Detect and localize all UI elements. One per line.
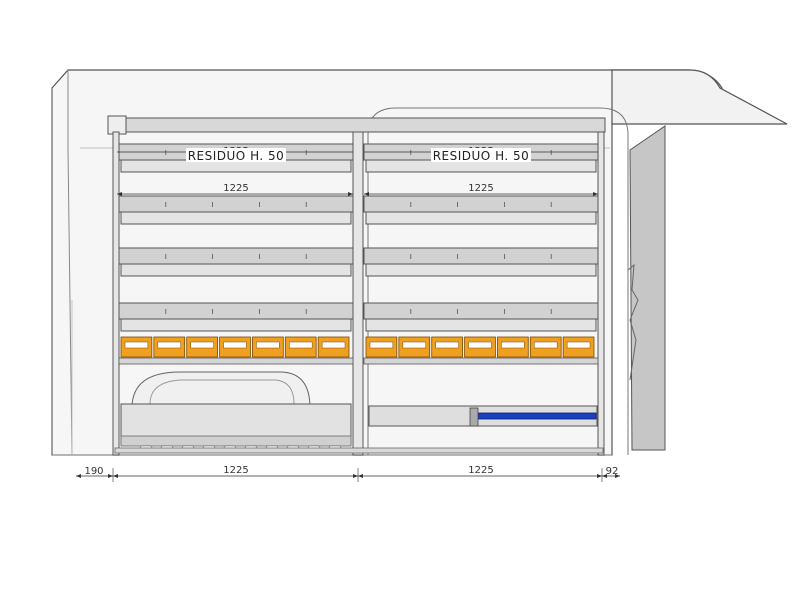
lower-drawer-right	[368, 405, 598, 427]
bin-label-slot	[124, 341, 149, 349]
bin-label-slot	[256, 341, 280, 349]
shelf-back	[363, 302, 599, 320]
dim-right-bay-total: 1225	[468, 465, 493, 476]
bin-label-slot	[190, 341, 214, 349]
shelf-front	[120, 263, 352, 277]
bin-label-slot	[157, 341, 181, 349]
bin-label-slot	[468, 341, 492, 349]
shelf-front	[365, 318, 597, 332]
blue-rail	[473, 412, 597, 420]
top-rail-bracket	[107, 115, 127, 135]
rear-door	[611, 69, 788, 451]
bin-label-slot	[223, 341, 247, 349]
dim-left-bay-total: 1225	[223, 465, 248, 476]
shelf-front	[365, 263, 597, 277]
bin-label-slot	[369, 341, 394, 349]
bin-rows	[120, 336, 595, 358]
label-right-header: RESIDUO H. 50	[433, 149, 530, 163]
label-left-header: RESIDUO H. 50	[188, 149, 285, 163]
header-dimensions: 1225 1225 RESIDUO H. 50 RESIDUO H. 50	[117, 146, 598, 163]
shelf-front	[120, 318, 352, 332]
cable-tray	[120, 371, 352, 447]
shelf-back	[363, 195, 599, 213]
dim-left-shelf: 1225	[223, 183, 248, 194]
bin-label-slot	[435, 341, 459, 349]
bin-label-slot	[402, 341, 426, 349]
bin-label-slot	[321, 341, 346, 349]
bin-rail-left	[118, 357, 354, 365]
dim-right-shelf: 1225	[468, 183, 493, 194]
bin-label-slot	[534, 341, 558, 349]
dim-left-offset: 190	[84, 466, 103, 477]
shelf-dimensions: 1225 1225	[117, 183, 598, 196]
shelf-back	[118, 195, 354, 213]
bin-label-slot	[289, 341, 313, 349]
shelves	[118, 143, 599, 332]
shelf-back	[118, 302, 354, 320]
dim-right-offset: 92	[606, 466, 619, 477]
floor-line	[114, 447, 604, 454]
bin-rail-right	[363, 357, 599, 365]
top-rail	[109, 117, 606, 133]
uprights	[112, 131, 605, 456]
shelf-front	[120, 211, 352, 225]
shelf-back	[118, 247, 354, 265]
bottom-dimensions: 190 1225 1225 92	[76, 465, 620, 482]
bin-label-slot	[501, 341, 525, 349]
bin-label-slot	[566, 341, 591, 349]
shelf-front	[365, 211, 597, 225]
shelf-back	[363, 247, 599, 265]
